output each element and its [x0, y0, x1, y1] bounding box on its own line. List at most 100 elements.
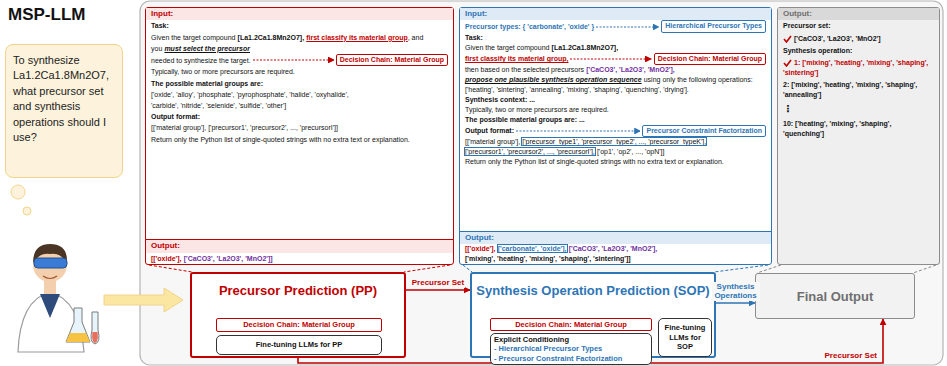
output-panel: Output: Precursor set: ['CaCO3', 'La2O3', …: [777, 7, 940, 265]
prompt-text: 1: ['mixing', 'heating', 'mixing', 'shap…: [783, 59, 928, 76]
text-run-group: Synthesis operation:: [783, 46, 852, 56]
component-box: Fine-tuning LLMs for PP: [216, 335, 382, 355]
text-line: [['oxide'],['carbonate', 'oxide'],['CaCO…: [460, 244, 771, 254]
text-run-group: ['precursor1', 'precursor2', ..., 'precu…: [465, 147, 664, 157]
prompt-text: Synthesis operation:: [783, 47, 852, 54]
node-text: Fine-tuning LLMs for PP: [256, 340, 343, 349]
connector: [757, 265, 936, 273]
panel-header: Output:: [778, 8, 939, 20]
node-text: Decision Chain: Material Group: [515, 320, 627, 329]
text-run-group: propose one plausible synthesis operatio…: [465, 75, 753, 85]
text-line: propose one plausible synthesis operatio…: [460, 75, 771, 85]
check-mark: [783, 59, 792, 67]
check-mark: [783, 35, 792, 43]
prompt-text: using only the following operations:: [644, 76, 753, 83]
prompt-text: Precursor set:: [783, 22, 830, 29]
panel-header: Output:: [146, 239, 453, 252]
leader-line: [570, 59, 651, 60]
node-text: Precursor Constraint Factorization: [646, 126, 762, 137]
component-box: Explicit Conditioning- Hierarchical Prec…: [490, 333, 652, 365]
panel-header: Output:: [460, 231, 771, 244]
prompt-text: Return only the Python list of single-qu…: [465, 158, 724, 165]
prompt-text: Task:: [465, 34, 483, 41]
prompt-text: must select the precursor: [164, 45, 250, 52]
leader-arrow: [570, 56, 651, 62]
text-line: Synthesis context: ...: [460, 95, 771, 105]
callout-slot: Decision Chain: Material Group: [654, 53, 766, 66]
text-line: ['oxide', 'alloy', 'phosphate', 'pyropho…: [146, 89, 453, 100]
text-run-group: 2: ['mixing', 'heating', 'mixing', 'shap…: [783, 80, 934, 100]
text-line: ['heating', 'sintering', 'annealing', 'm…: [460, 85, 771, 95]
prompt-text: The possible material groups are: ...: [465, 116, 585, 123]
node-text: Decision Chain: Material Group: [340, 55, 444, 66]
text-run-group: [['material group'],['precursor_type1', …: [465, 137, 706, 147]
callout-slot: Decision Chain: Material Group: [336, 54, 448, 67]
leader-line: [570, 56, 651, 62]
prompt-text: ['heating', 'sintering', 'annealing', 'm…: [465, 86, 689, 93]
prompt-text: ['CaCO3', 'La2O3', 'MnO2'],: [586, 66, 675, 73]
text-run-group: needed to synthesize the target.: [151, 55, 251, 66]
edge-label: Synthesis Operations: [712, 282, 760, 301]
text-line: Output format:: [146, 111, 453, 122]
prompt-text: first classify its material group,: [465, 55, 568, 62]
text-line: ⋮: [778, 101, 939, 118]
text-line: Task:: [146, 20, 453, 31]
text-line: ['CaCO3', 'La2O3', 'MnO2']: [778, 33, 939, 45]
node-text: Decision Chain: Material Group: [658, 54, 762, 65]
leader-line: [596, 26, 659, 27]
leader-line: [253, 60, 334, 61]
text-run-group: 'carbide', 'nitride', 'selenide', 'sulfi…: [151, 100, 286, 111]
prompt-text: [['oxide'],: [465, 245, 496, 252]
text-run-group: Return only the Python list of single-qu…: [151, 134, 410, 145]
text-line: Precursor types: { 'carbonate', 'oxide' …: [460, 20, 771, 33]
text-line: ['precursor1', 'precursor2', ..., 'precu…: [460, 147, 771, 157]
text-line: The possible material groups are:: [146, 78, 453, 89]
text-run-group: Task:: [465, 33, 483, 43]
prompt-text: ['oxide', 'alloy', 'phosphate', 'pyropho…: [151, 91, 349, 98]
text-line: Given the target compound[La1.2Ca1.8Mn2O…: [146, 32, 453, 54]
text-line: Output format:Precursor Constraint Facto…: [460, 125, 771, 138]
edge-label: Precursor Set: [411, 278, 465, 288]
text-run-group: Given the target compound[La1.2Ca1.8Mn2O…: [465, 43, 618, 53]
prompt-text: Synthesis context: ...: [465, 96, 535, 103]
prompt-text: Given the target compound: [465, 44, 549, 51]
prompt-text: ⋮: [783, 102, 793, 117]
leader-arrow: [596, 24, 659, 30]
panel-header: Input:: [460, 8, 771, 20]
text-run-group: Output format:: [151, 111, 200, 122]
text-line: 2: ['mixing', 'heating', 'mixing', 'shap…: [778, 79, 939, 101]
text-run-group: Synthesis context: ...: [465, 95, 535, 105]
component-box: Fine-tuning LLMs for SOP: [658, 318, 712, 357]
prompt-text: ['carbonate', 'oxide'],: [498, 245, 567, 252]
connector: [406, 289, 470, 291]
prompt-text: Task:: [151, 22, 169, 29]
text-run-group: [['oxide'],['carbonate', 'oxide'],['CaCO…: [465, 244, 657, 254]
outer-panel: [140, 1, 943, 365]
text-line: then based on the selected precursors['C…: [460, 65, 771, 75]
prompt-text: ,: [302, 34, 304, 41]
callout-slot: Hierarchical Precursor Types: [661, 20, 766, 33]
pp-prompt-panel: Input:Task:Given the target compound[La1…: [145, 7, 454, 265]
text-line: The possible material groups are: ...: [460, 115, 771, 125]
text-line: first classify its material group, Decisi…: [460, 53, 771, 66]
diagram-title: MSP-LLM: [8, 5, 85, 25]
text-line: Precursor set:: [778, 20, 939, 32]
prompt-text: 10: ['heating', 'mixing', 'shaping', 'qu…: [783, 120, 891, 137]
prompt-text: ['CaCO3', 'La2O3', 'MnO2'],: [569, 245, 658, 252]
prompt-text: Typically, two or more precursors are re…: [151, 68, 295, 75]
prompt-text: [['material group'],: [465, 138, 520, 145]
output-box: Final Output: [755, 273, 915, 319]
connector: [716, 302, 755, 304]
module-title: Synthesis Operation Prediction (SOP): [472, 274, 714, 298]
text-run-group: ['heating', 'sintering', 'annealing', 'm…: [465, 85, 689, 95]
prompt-text: [La1.2Ca1.8Mn2O7],: [552, 44, 619, 51]
connector: [149, 265, 450, 272]
node-text: Hierarchical Precursor Types: [665, 21, 762, 32]
leader-line: [596, 24, 659, 30]
check-mark: [784, 60, 791, 66]
leader-arrow: [253, 57, 334, 63]
text-run-group: Given the target compound[La1.2Ca1.8Mn2O…: [151, 32, 448, 54]
prompt-text: ['CaCO3', 'La2O3', 'MnO2']]: [184, 255, 273, 262]
text-line: Task:: [460, 33, 771, 43]
